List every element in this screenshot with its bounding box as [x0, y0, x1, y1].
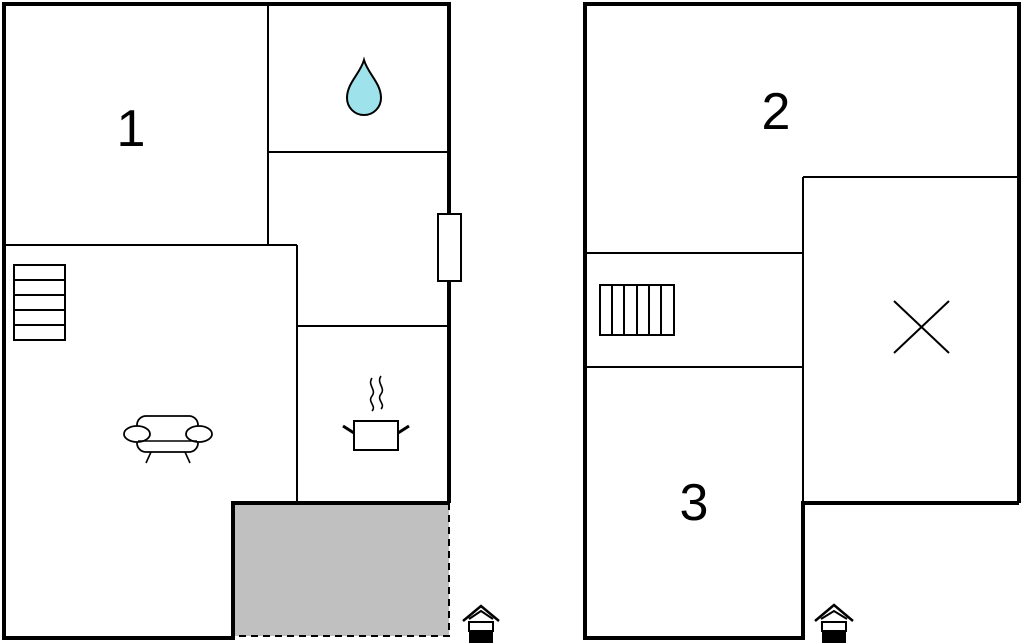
- sofa-icon: [123, 415, 213, 464]
- room-label-1: 1: [117, 100, 146, 158]
- entrance-house-icon: [462, 604, 500, 643]
- upper-floor-plan: 2 3: [583, 2, 1021, 643]
- window: [437, 213, 462, 282]
- room-label-3: 3: [680, 474, 709, 532]
- cooking-pot-icon: [342, 375, 410, 451]
- stairs-icon: [599, 284, 675, 336]
- stairs-icon: [13, 264, 66, 341]
- room-label-2: 2: [762, 83, 791, 141]
- terrace-area: [233, 503, 449, 636]
- cross-mark-icon: [893, 300, 950, 354]
- ground-floor-outer-wall: [2, 2, 451, 640]
- entrance-house-icon: [814, 603, 854, 643]
- terrace-dashed-edge: [233, 503, 450, 637]
- water-drop-icon: [345, 56, 383, 116]
- ground-floor-plan: 1: [2, 2, 500, 643]
